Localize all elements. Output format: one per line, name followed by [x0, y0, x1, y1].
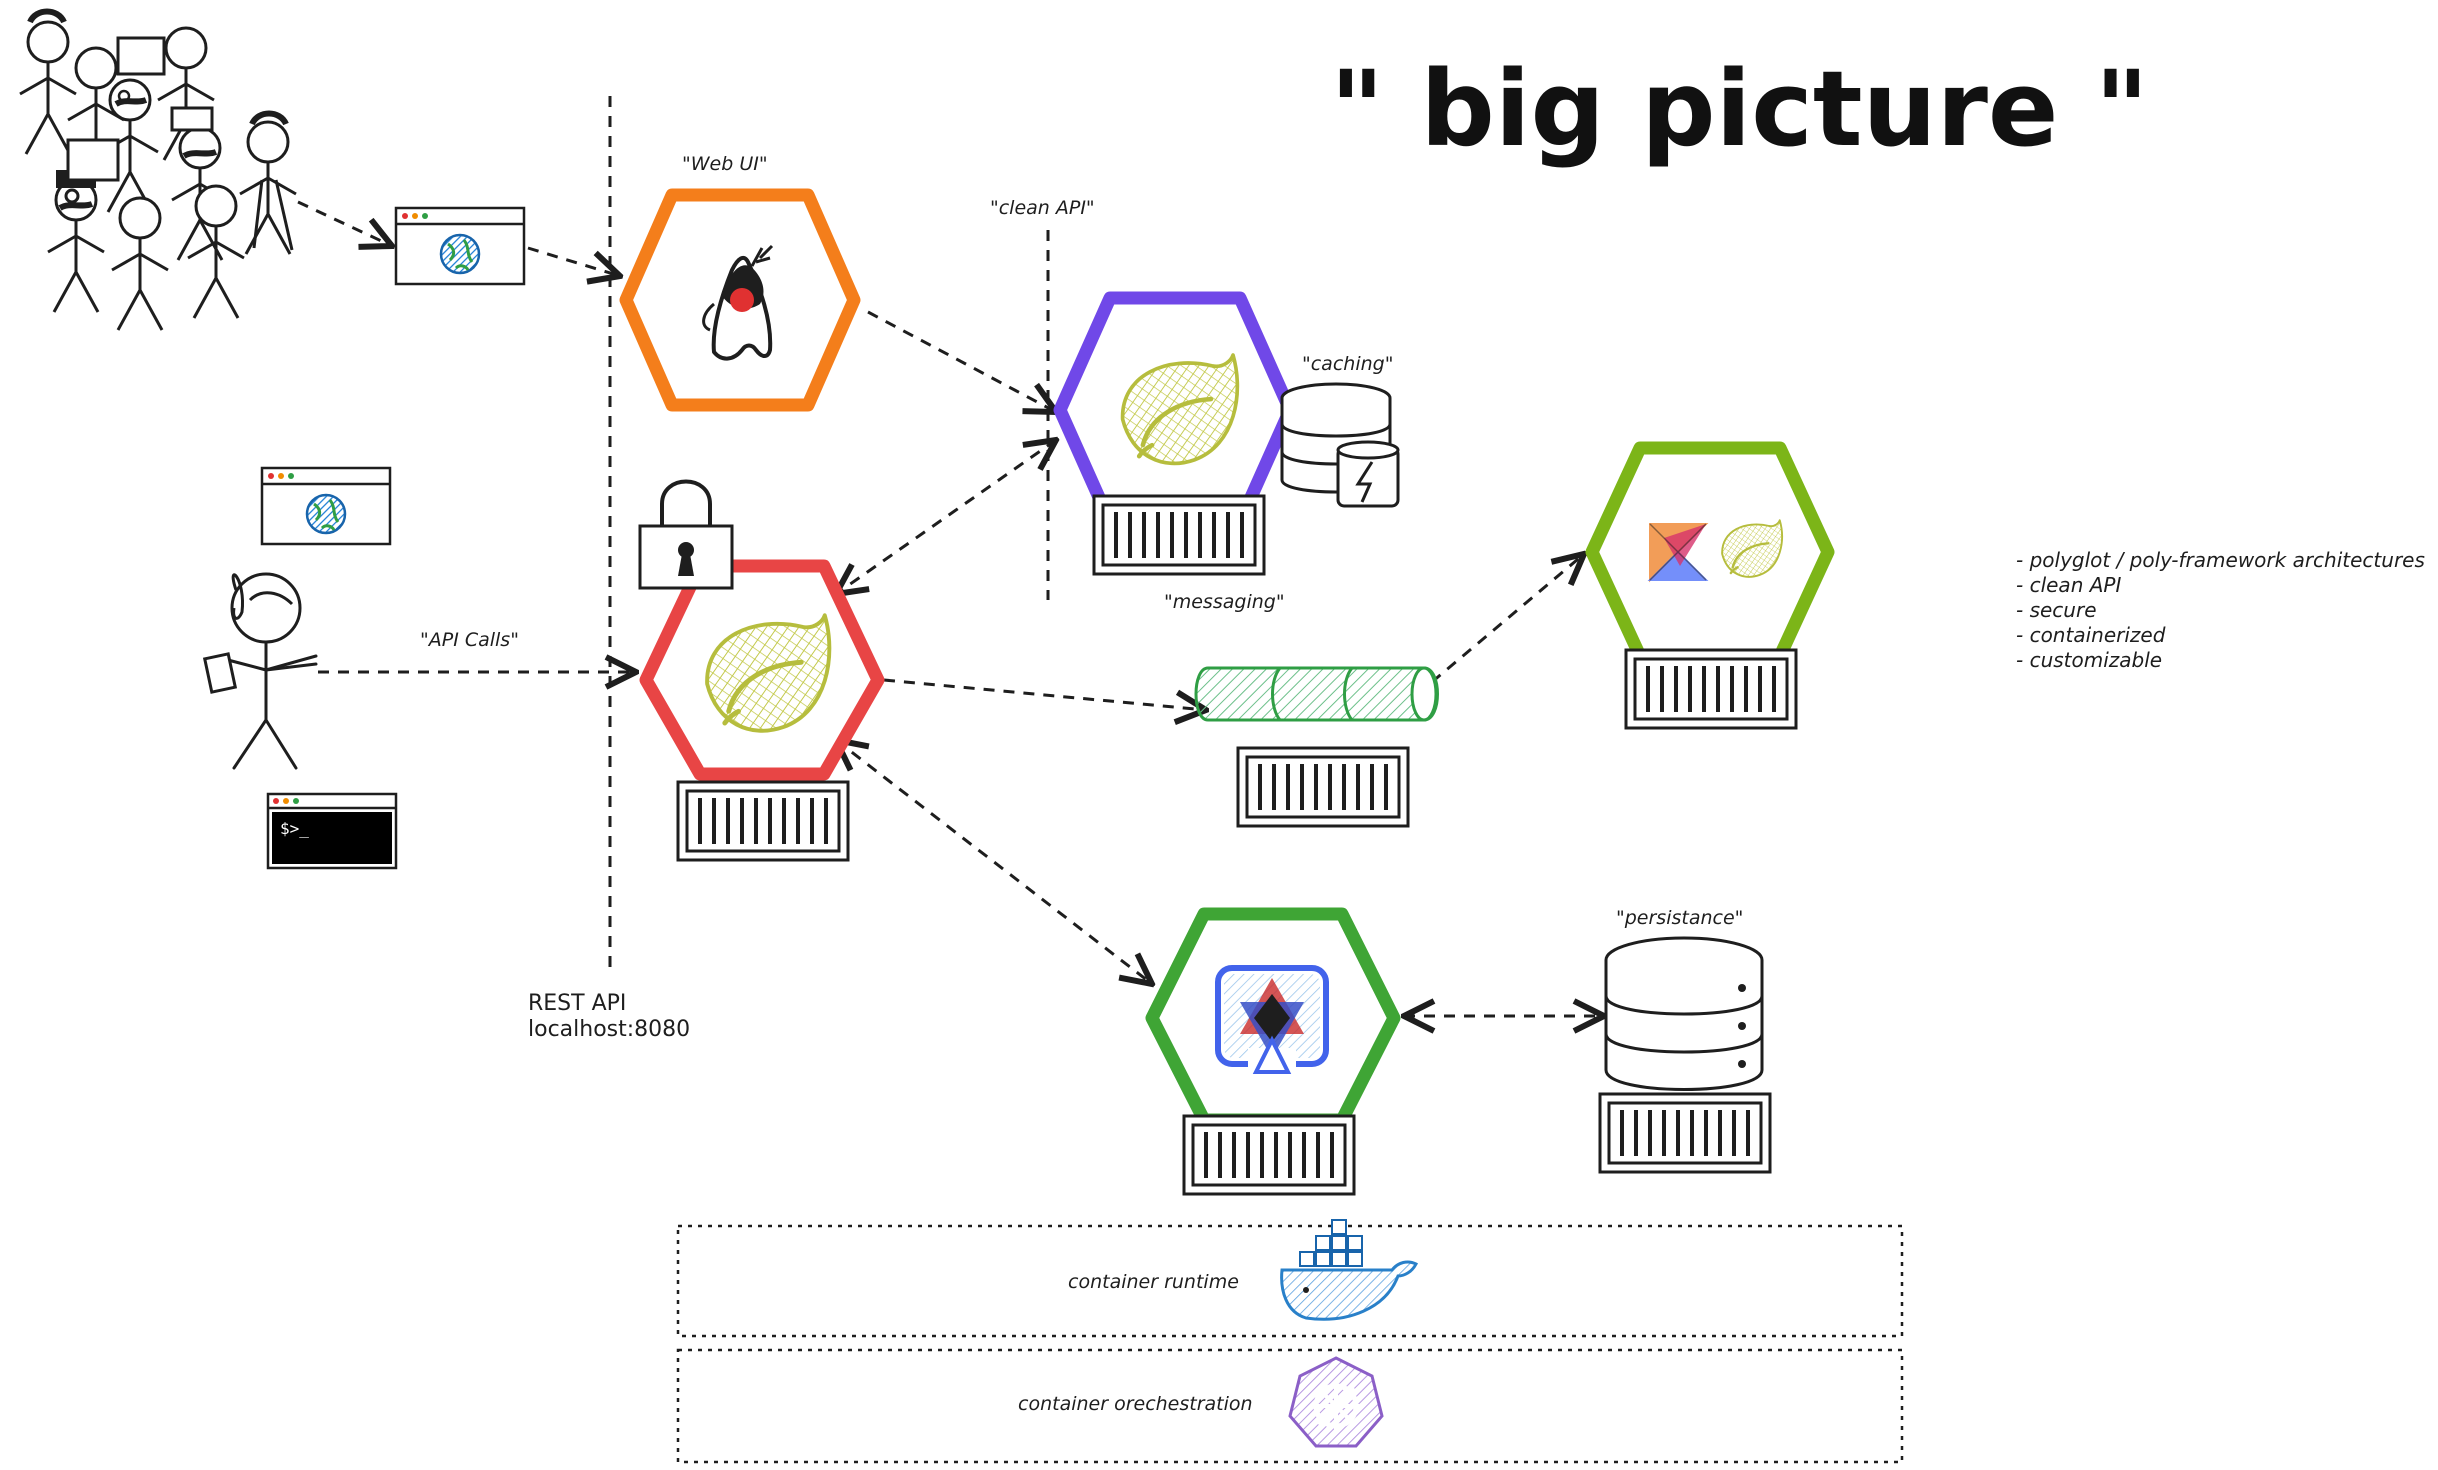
- battery-icon: [1336, 440, 1400, 508]
- terminal-prompt: $>_: [280, 819, 309, 838]
- feature-list: polyglot / poly-framework architectures …: [2016, 548, 2425, 673]
- label-rest-api: REST API: [528, 991, 626, 1016]
- kotlin-icon: [1647, 523, 1709, 583]
- label-messaging: "messaging": [1164, 591, 1285, 613]
- list-item: containerized: [2016, 623, 2425, 648]
- label-container-orchestration: container orechestration: [1018, 1393, 1253, 1415]
- message-queue-icon: [1194, 666, 1439, 722]
- kotlin-service: [1585, 441, 1835, 730]
- quarkus-service: [1145, 907, 1401, 1196]
- list-item: polyglot / poly-framework architectures: [2016, 548, 2425, 573]
- label-localhost: localhost:8080: [528, 1017, 690, 1042]
- web-ui-service: [619, 188, 861, 412]
- browser-window-icon: [394, 206, 526, 286]
- shipping-container-icon: [1598, 1092, 1772, 1174]
- shipping-container-icon: [1092, 494, 1266, 576]
- label-web-ui: "Web UI": [682, 153, 768, 175]
- container-orchestration-layer: container orechestration: [676, 1348, 1904, 1464]
- kubernetes-helm-icon: [1288, 1356, 1384, 1448]
- spring-service: [1053, 291, 1297, 576]
- shipping-container-icon: [1182, 1114, 1356, 1196]
- api-user-figure: [202, 572, 318, 770]
- diagram-title: " big picture ": [1330, 48, 2149, 170]
- container-runtime-layer: container runtime: [676, 1219, 1904, 1338]
- shipping-container-icon: [1236, 746, 1410, 828]
- label-container-runtime: container runtime: [1068, 1271, 1239, 1293]
- label-api-calls: "API Calls": [420, 629, 519, 651]
- shipping-container-icon: [1624, 648, 1798, 730]
- label-caching: "caching": [1302, 353, 1393, 375]
- quarkus-icon: [1215, 965, 1329, 1074]
- api-gateway-service: [639, 559, 885, 862]
- database-icon: [1604, 936, 1764, 1091]
- list-item: clean API: [2016, 573, 2425, 598]
- label-clean-api: "clean API": [990, 197, 1095, 219]
- connector-arrows: [297, 200, 1604, 1016]
- stick-figure-crowd-icon: [18, 8, 298, 332]
- shipping-container-icon: [676, 780, 850, 862]
- terminal-icon: $>_: [266, 792, 398, 870]
- docker-whale-icon: [1280, 1219, 1419, 1321]
- label-persistance: "persistance": [1616, 907, 1743, 929]
- list-item: secure: [2016, 598, 2425, 623]
- browser-window-icon: [260, 466, 392, 546]
- duke-java-icon: [702, 244, 774, 361]
- padlock-icon: [638, 479, 734, 590]
- list-item: customizable: [2016, 648, 2425, 673]
